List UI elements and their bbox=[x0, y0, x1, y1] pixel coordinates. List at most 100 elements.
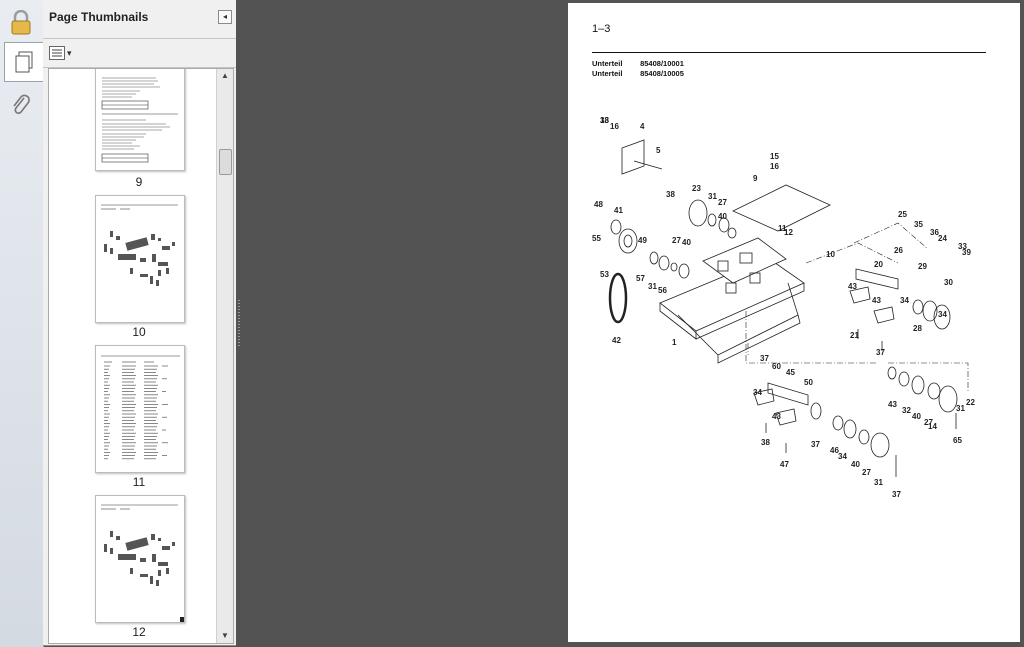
lock-icon bbox=[11, 10, 31, 35]
callout-number: 35 bbox=[914, 220, 923, 229]
thumbnail-list[interactable]: 9 10 bbox=[48, 68, 234, 644]
thumbnail-scrollbar[interactable]: ▲ ▼ bbox=[216, 69, 233, 643]
page-thumbnails-panel: Page Thumbnails ◂ ▾ bbox=[43, 0, 237, 646]
part-row: Unterteil 85408/10001 bbox=[592, 59, 684, 68]
panel-title: Page Thumbnails bbox=[49, 10, 149, 24]
callout-number: 40 bbox=[851, 460, 860, 469]
callout-number: 46 bbox=[830, 446, 839, 455]
callout-number: 26 bbox=[894, 246, 903, 255]
callout-number: 39 bbox=[962, 248, 971, 257]
callout-number: 37 bbox=[892, 490, 901, 499]
callout-number: 28 bbox=[913, 324, 922, 333]
callout-number: 27 bbox=[672, 236, 681, 245]
callout-number: 34 bbox=[938, 310, 947, 319]
part-label: Unterteil bbox=[592, 69, 623, 78]
callout-number: 5 bbox=[656, 146, 661, 155]
callout-number: 20 bbox=[874, 260, 883, 269]
callout-number: 36 bbox=[930, 228, 939, 237]
security-lock-button[interactable] bbox=[4, 6, 38, 40]
attachments-button[interactable] bbox=[4, 88, 38, 122]
callout-number: 41 bbox=[614, 206, 623, 215]
callout-number: 34 bbox=[753, 388, 762, 397]
thumbnail-options-button[interactable]: ▾ bbox=[49, 45, 75, 61]
pages-icon bbox=[15, 51, 33, 73]
callout-number: 38 bbox=[761, 438, 770, 447]
thumbnail-page-10[interactable] bbox=[95, 195, 185, 323]
scrollbar-thumb[interactable] bbox=[219, 149, 232, 175]
callout-number: 31 bbox=[708, 192, 717, 201]
callout-number: 40 bbox=[718, 212, 727, 221]
callout-number: 27 bbox=[862, 468, 871, 477]
scroll-down-button[interactable]: ▼ bbox=[221, 631, 229, 640]
callout-number: 11 bbox=[778, 224, 787, 233]
callout-number: 57 bbox=[636, 274, 645, 283]
callout-number: 31 bbox=[874, 478, 883, 487]
callout-number: 30 bbox=[944, 278, 953, 287]
callout-number: 55 bbox=[592, 234, 601, 243]
callout-number: 22 bbox=[966, 398, 975, 407]
panel-toolbar: ▾ bbox=[43, 39, 236, 68]
callout-number: 47 bbox=[780, 460, 789, 469]
callout-number: 33 bbox=[958, 242, 967, 251]
callout-number: 43 bbox=[888, 400, 897, 409]
callout-number: 50 bbox=[804, 378, 813, 387]
part-number: 85408/10005 bbox=[640, 69, 684, 78]
callout-number: 13 bbox=[600, 116, 609, 125]
callout-number: 23 bbox=[692, 184, 701, 193]
thumbnail-label-11: 11 bbox=[132, 475, 146, 489]
callout-number: 21 bbox=[850, 331, 859, 340]
callout-number: 38 bbox=[600, 116, 609, 125]
callout-number: 12 bbox=[784, 228, 793, 237]
callout-number: 1 bbox=[672, 338, 677, 347]
callout-number: 38 bbox=[666, 190, 675, 199]
callout-number: 34 bbox=[838, 452, 847, 461]
callout-number: 56 bbox=[658, 286, 667, 295]
header-rule bbox=[592, 52, 986, 53]
callout-number: 60 bbox=[772, 362, 781, 371]
thumbnail-label-12: 12 bbox=[132, 625, 146, 639]
callout-number: 48 bbox=[594, 200, 603, 209]
callout-number: 37 bbox=[811, 440, 820, 449]
callout-number: 45 bbox=[786, 368, 795, 377]
callout-number: 16 bbox=[610, 122, 619, 131]
callout-number: 43 bbox=[872, 296, 881, 305]
callout-number: 27 bbox=[718, 198, 727, 207]
callout-number: 25 bbox=[898, 210, 907, 219]
collapse-panel-button[interactable]: ◂ bbox=[218, 10, 232, 24]
navigation-pane-strip bbox=[0, 0, 44, 647]
paperclip-icon bbox=[13, 94, 30, 114]
callout-number: 16 bbox=[770, 162, 779, 171]
callout-number: 43 bbox=[848, 282, 857, 291]
callout-number: 53 bbox=[600, 270, 609, 279]
callout-number: 9 bbox=[753, 174, 758, 183]
callout-number: 29 bbox=[918, 262, 927, 271]
callout-number: 40 bbox=[912, 412, 921, 421]
thumbnail-page-11[interactable] bbox=[95, 345, 185, 473]
page-10-preview bbox=[101, 204, 178, 286]
panel-header: Page Thumbnails ◂ bbox=[43, 0, 236, 39]
thumbnail-page-12[interactable] bbox=[95, 495, 185, 623]
callout-number: 65 bbox=[953, 436, 962, 445]
callout-number: 49 bbox=[638, 236, 647, 245]
chevron-down-icon: ▾ bbox=[67, 47, 72, 58]
thumbnail-page-9[interactable] bbox=[95, 69, 185, 171]
callout-number: 10 bbox=[826, 250, 835, 259]
scroll-up-button[interactable]: ▲ bbox=[221, 71, 229, 80]
page-thumbnails-button[interactable] bbox=[4, 42, 43, 82]
callout-number: 32 bbox=[902, 406, 911, 415]
callout-number: 31 bbox=[648, 282, 657, 291]
callout-number: 43 bbox=[772, 412, 781, 421]
callout-number: 15 bbox=[770, 152, 779, 161]
callout-number: 4 bbox=[640, 122, 645, 131]
callout-number: 37 bbox=[760, 354, 769, 363]
list-options-icon bbox=[49, 46, 65, 60]
page-12-preview bbox=[101, 504, 184, 622]
callout-number: 37 bbox=[876, 348, 885, 357]
document-page: 1–3 Unterteil 85408/10001 Unterteil 8540… bbox=[568, 3, 1020, 642]
thumbnail-label-9: 9 bbox=[135, 175, 143, 189]
splitter-grip[interactable] bbox=[238, 300, 240, 346]
part-label: Unterteil bbox=[592, 59, 623, 68]
page-9-preview bbox=[101, 77, 178, 163]
